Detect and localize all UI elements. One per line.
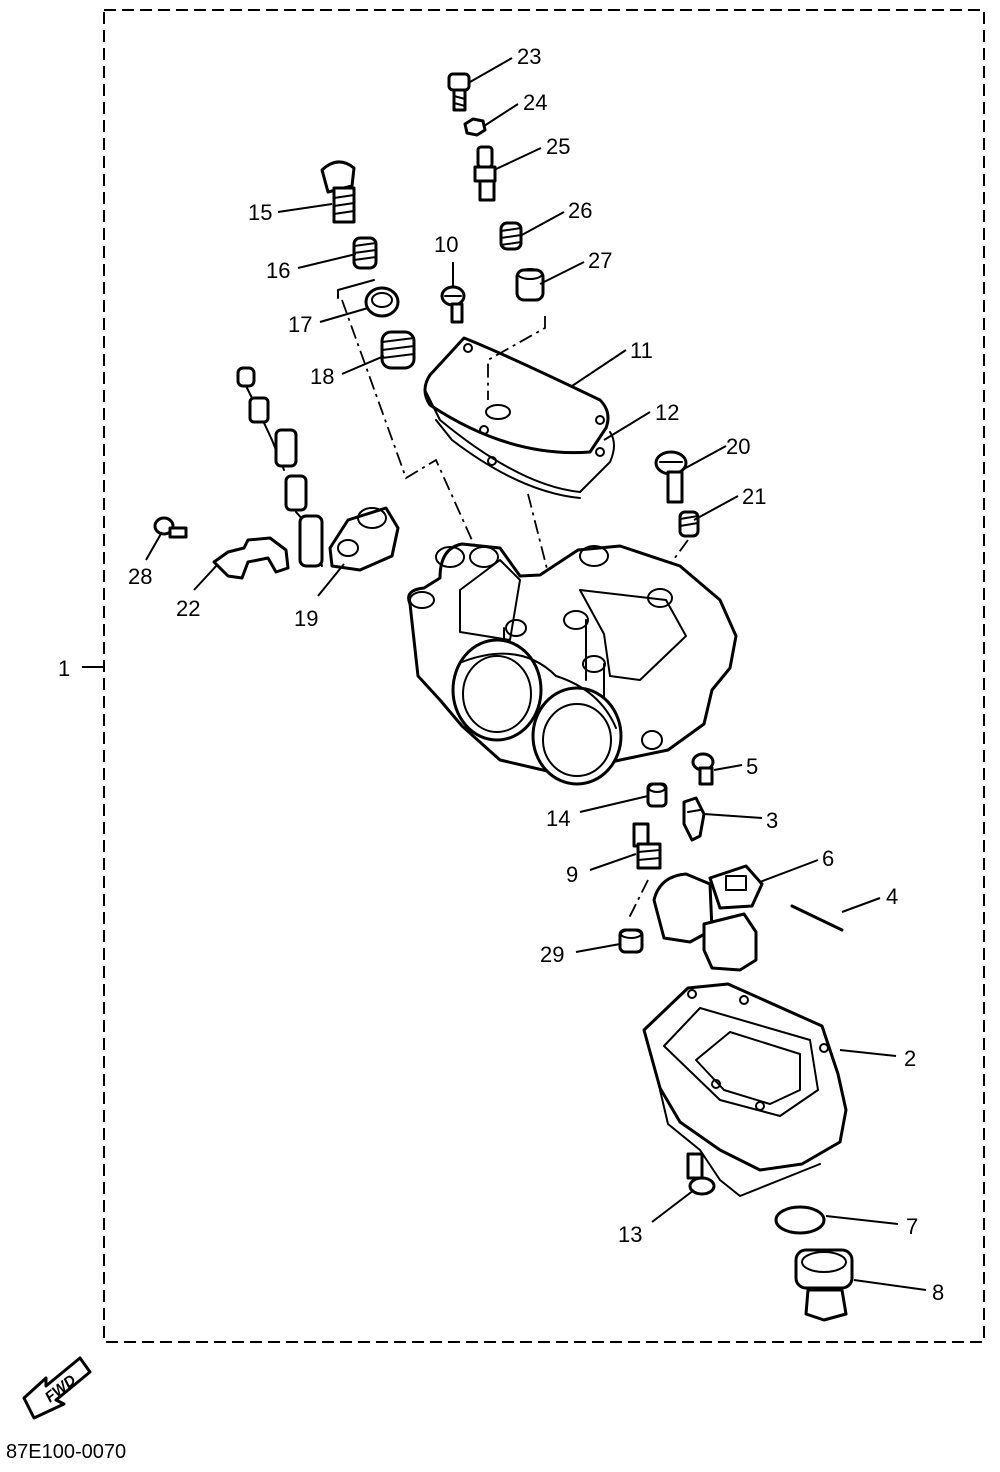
part-21-spring <box>678 510 700 538</box>
callout-8: 8 <box>932 1280 944 1305</box>
leader-lines <box>145 57 927 1291</box>
part-27-holder <box>515 268 545 302</box>
callout-3: 3 <box>766 808 778 833</box>
callout-5: 5 <box>746 754 758 779</box>
callout-10: 10 <box>434 232 458 257</box>
part-25-jet <box>473 145 497 202</box>
callout-9: 9 <box>566 862 578 887</box>
callout-13: 13 <box>618 1222 642 1247</box>
part-19-sensor <box>236 366 400 572</box>
callout-12: 12 <box>655 400 679 425</box>
callout-7: 7 <box>906 1214 918 1239</box>
part-9-main-jet <box>632 822 662 870</box>
part-10-screw <box>440 285 466 324</box>
part-2-float-chamber <box>642 982 848 1197</box>
fwd-arrow-icon: FWD <box>22 1356 92 1420</box>
part-23-screw <box>447 72 471 112</box>
part-12-gasket <box>425 391 615 499</box>
part-24-nut <box>463 117 487 137</box>
callout-18: 18 <box>310 364 334 389</box>
callout-11: 11 <box>630 338 653 363</box>
callout-2: 2 <box>904 1046 916 1071</box>
centerline-15 <box>341 299 481 559</box>
callout-26: 26 <box>568 198 592 223</box>
assembly-boundary <box>103 9 985 1343</box>
part-11-cover <box>423 336 610 455</box>
part-1-carburetor-body <box>407 542 738 786</box>
callout-20: 20 <box>726 434 750 459</box>
part-15-pilot-screw <box>320 160 356 224</box>
part-28-screw <box>153 516 188 539</box>
part-29-plug <box>618 928 644 954</box>
part-26-spring <box>499 221 523 251</box>
assembly-label: 1 <box>58 656 70 681</box>
part-20-screw <box>654 450 688 504</box>
callout-6: 6 <box>822 846 834 871</box>
figure-code: 87E100-0070 <box>6 1441 126 1463</box>
part-13-screw <box>686 1152 716 1196</box>
part-6-float <box>652 864 764 972</box>
part-3-needle-valve <box>682 796 706 842</box>
part-8-drain-plug <box>794 1248 854 1322</box>
part-17-washer <box>364 286 400 318</box>
centerline-27 <box>487 316 546 400</box>
part-14-jet <box>646 782 668 808</box>
callout-22: 22 <box>176 596 200 621</box>
callout-29: 29 <box>540 942 564 967</box>
callout-28: 28 <box>128 564 152 589</box>
part-16-spring <box>352 236 378 270</box>
part-5-screw <box>691 752 715 786</box>
part-18-spring <box>380 330 416 370</box>
callout-15: 15 <box>248 200 272 225</box>
part-7-o-ring <box>774 1205 826 1235</box>
bracket-15-18 <box>337 279 375 299</box>
callout-23: 23 <box>517 44 541 69</box>
part-22-bracket <box>212 536 290 580</box>
part-4-pin <box>790 904 844 932</box>
callout-14: 14 <box>546 806 570 831</box>
callout-17: 17 <box>288 312 312 337</box>
callout-19: 19 <box>294 606 318 631</box>
callout-27: 27 <box>588 248 612 273</box>
callout-25: 25 <box>546 134 570 159</box>
callout-24: 24 <box>523 90 547 115</box>
centerline-9 <box>627 879 649 921</box>
callout-16: 16 <box>266 258 290 283</box>
callout-4: 4 <box>886 884 898 909</box>
callout-21: 21 <box>742 484 766 509</box>
